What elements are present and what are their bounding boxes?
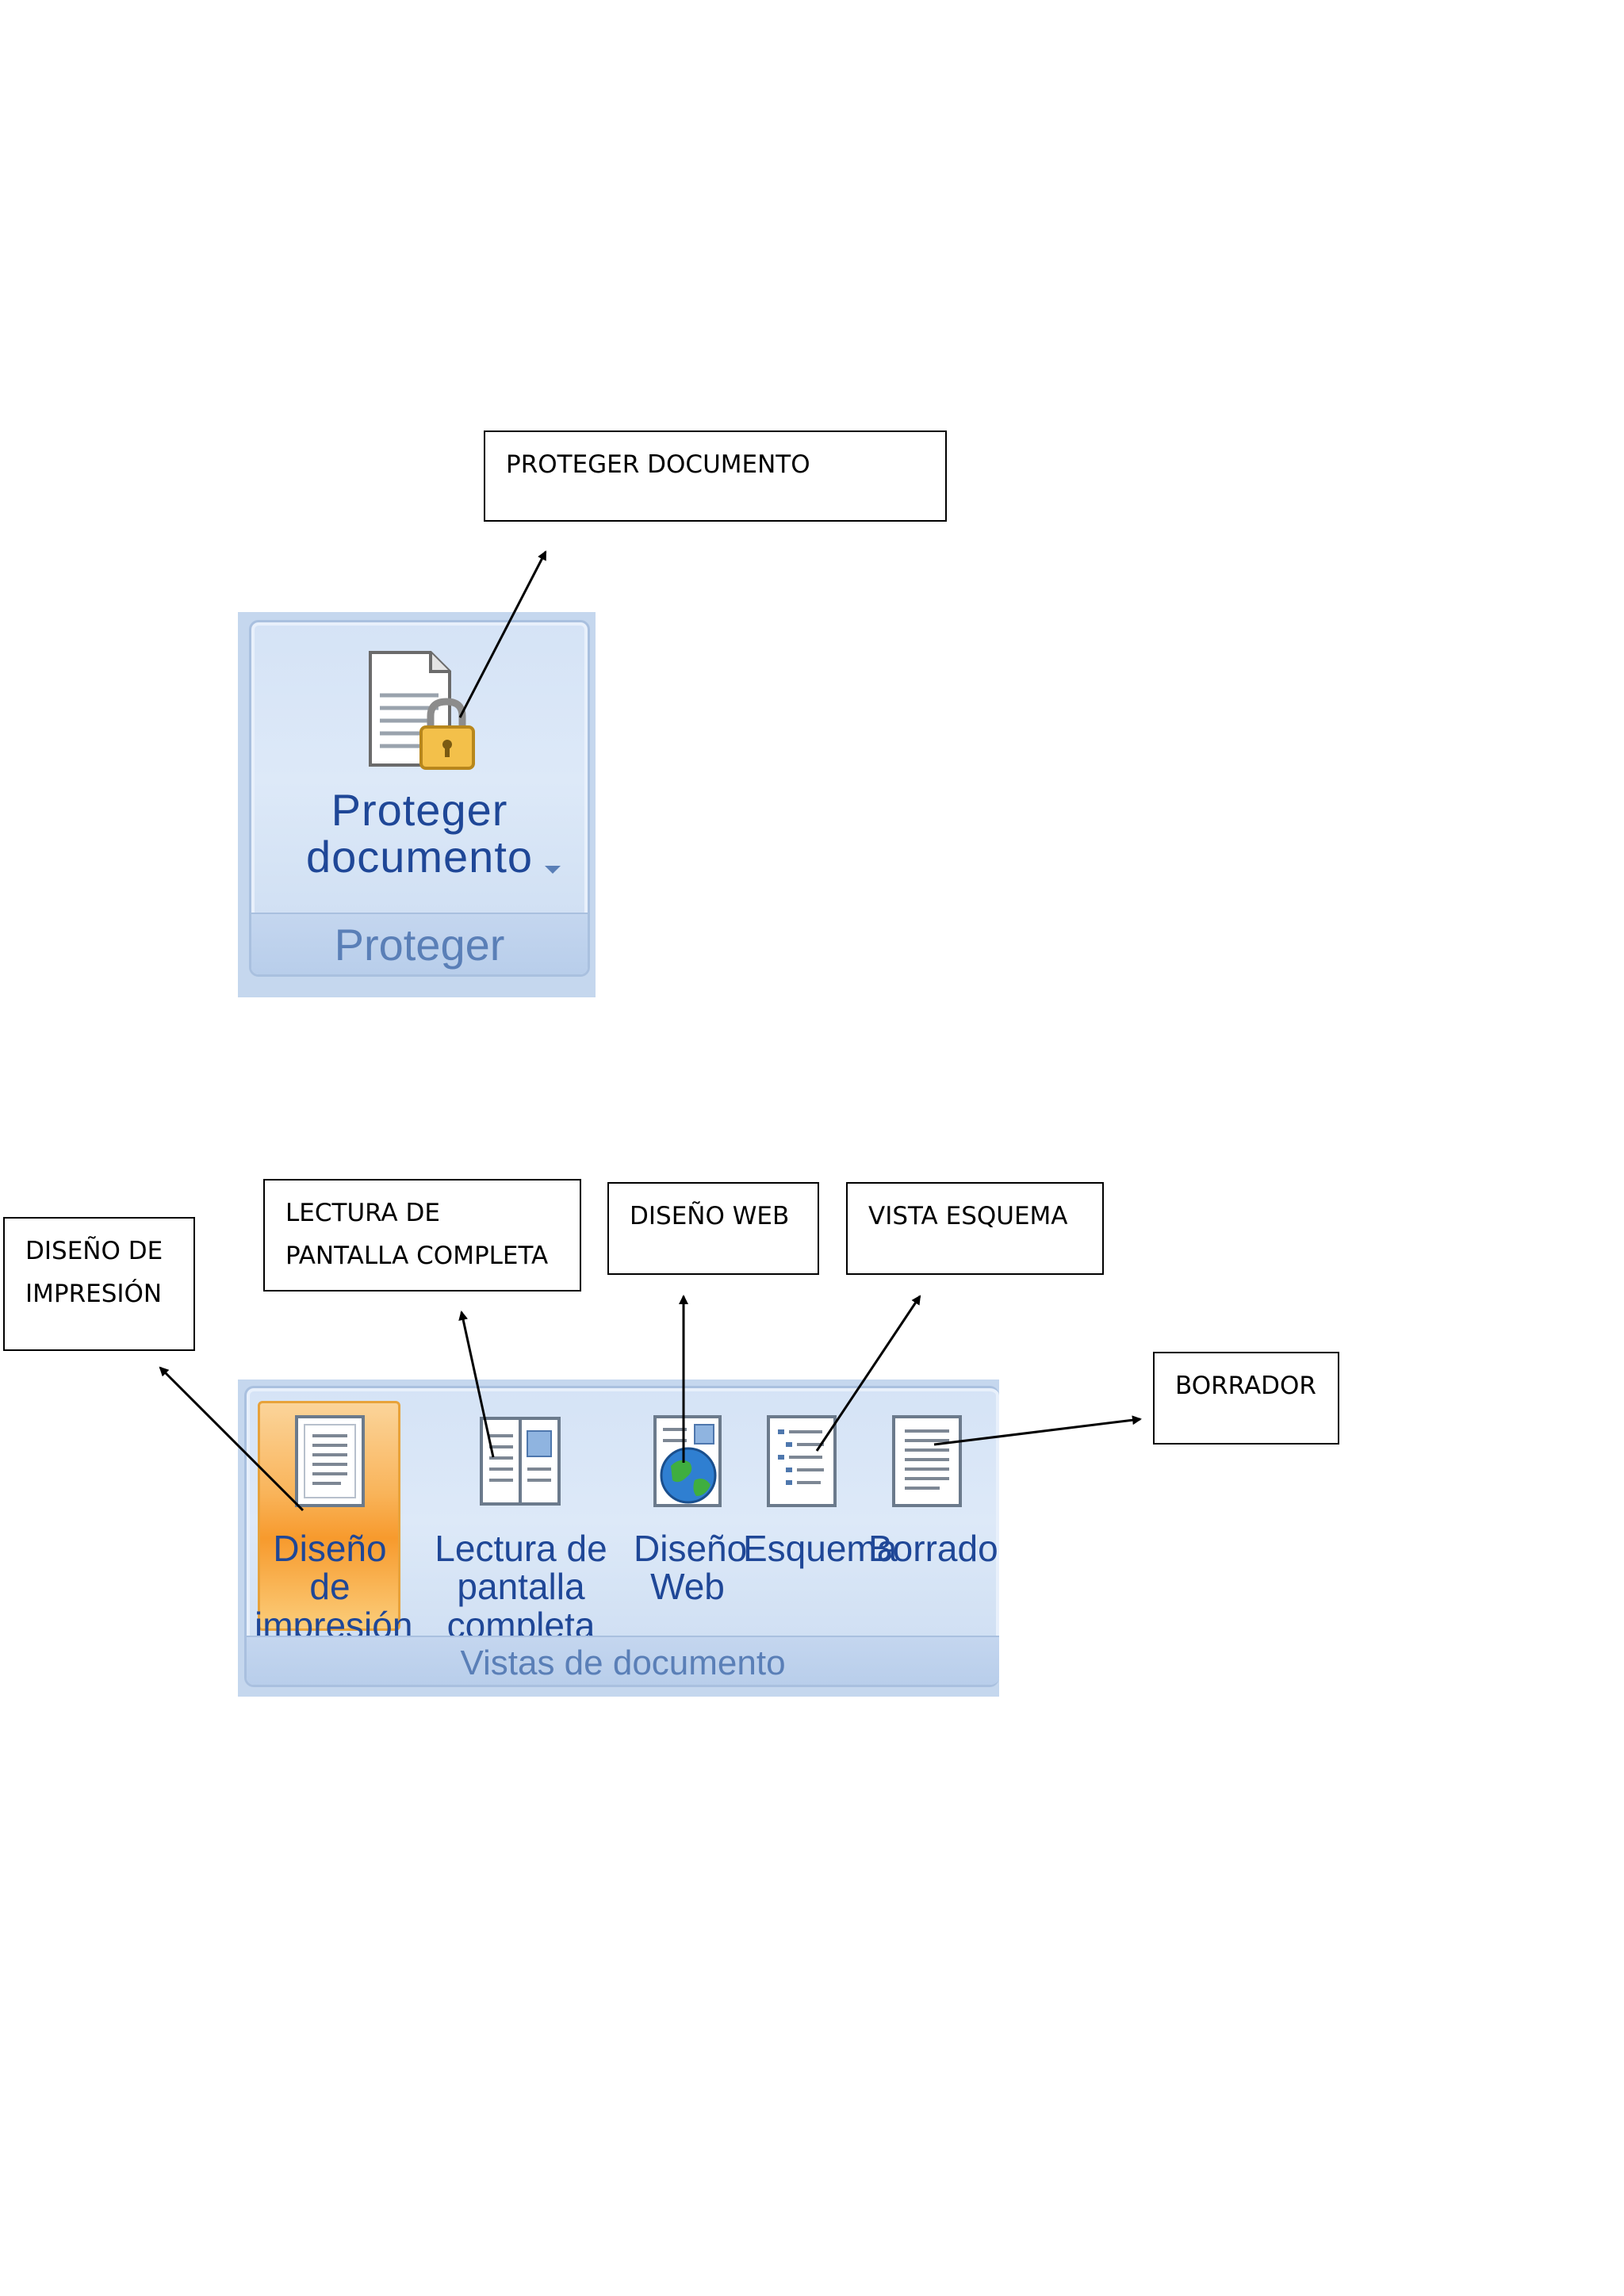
draft-icon[interactable] bbox=[887, 1414, 967, 1509]
web-layout-icon[interactable] bbox=[647, 1414, 726, 1509]
views-group-label: Vistas de documento bbox=[247, 1636, 999, 1685]
arrow-lectura bbox=[458, 1311, 495, 1458]
arrow-borrador bbox=[933, 1415, 1142, 1446]
callout-diseno-impresion: DISEÑO DE IMPRESIÓN bbox=[3, 1217, 195, 1351]
callout-proteger-documento: PROTEGER DOCUMENTO bbox=[484, 430, 947, 522]
protect-group-label: Proteger bbox=[251, 913, 588, 974]
arrow-esquema bbox=[815, 1295, 921, 1452]
borrador-button[interactable]: Borrador bbox=[868, 1528, 999, 1569]
views-group: Diseño de impresión Lectura de pantalla … bbox=[244, 1386, 999, 1687]
chevron-down-icon[interactable] bbox=[543, 864, 562, 875]
callout-lectura-pantalla: LECTURA DE PANTALLA COMPLETA bbox=[263, 1179, 581, 1292]
print-layout-icon[interactable] bbox=[290, 1414, 370, 1509]
protect-group: Proteger documento Proteger bbox=[249, 620, 590, 977]
arrow-proteger bbox=[458, 550, 547, 718]
proteger-documento-button[interactable]: Proteger documento bbox=[305, 785, 534, 882]
arrow-diseno-impresion bbox=[159, 1366, 304, 1512]
outline-icon[interactable] bbox=[762, 1414, 841, 1509]
diseno-web-button[interactable]: Diseño Web bbox=[634, 1528, 748, 1608]
callout-vista-esquema: VISTA ESQUEMA bbox=[846, 1182, 1104, 1275]
full-screen-reading-icon[interactable] bbox=[477, 1414, 564, 1509]
callout-diseno-web: DISEÑO WEB bbox=[607, 1182, 819, 1275]
callout-borrador: BORRADOR bbox=[1153, 1352, 1339, 1445]
document-lock-icon[interactable] bbox=[353, 646, 488, 773]
